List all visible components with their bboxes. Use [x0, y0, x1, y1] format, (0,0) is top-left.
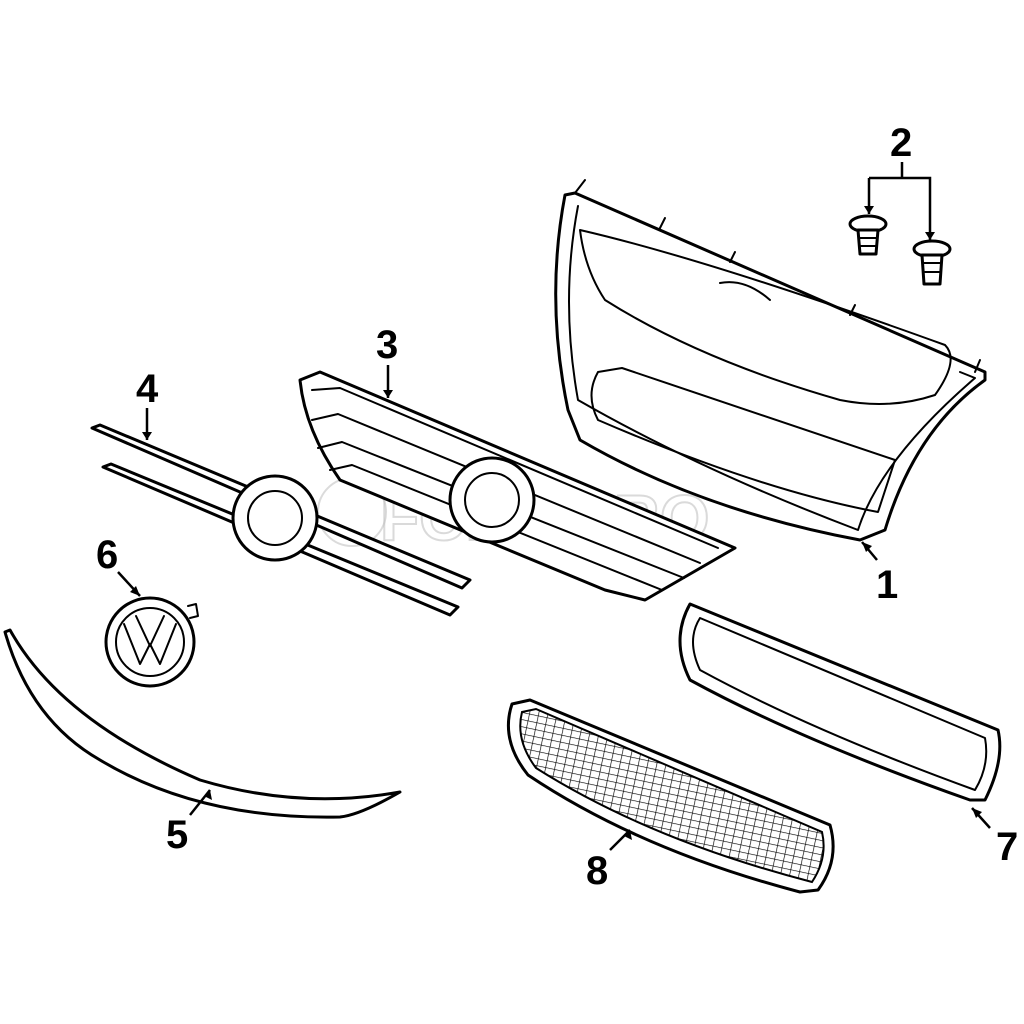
- part-grille-trim-bars: [90, 423, 472, 617]
- callout-8: 8: [586, 849, 608, 893]
- callout-4: 4: [136, 367, 159, 411]
- part-upper-grille: [298, 370, 737, 602]
- callout-3: 3: [376, 323, 398, 367]
- clip-fastener-left: [848, 214, 888, 256]
- part-clip-fasteners: [848, 214, 952, 286]
- leader-lines: [117, 162, 991, 851]
- callout-2: 2: [890, 121, 912, 165]
- clip-fastener-right: [912, 239, 952, 286]
- part-grille-frame: [554, 179, 987, 542]
- part-lower-grille-frame: [678, 602, 1002, 802]
- callout-6: 6: [96, 533, 118, 577]
- callout-labels: 1 2 3 4 5 6 7 8: [96, 121, 1018, 893]
- part-mesh-grille: [506, 698, 835, 894]
- callout-1: 1: [876, 563, 898, 607]
- part-lower-molding-strip: [3, 628, 402, 819]
- callout-7: 7: [996, 825, 1018, 869]
- part-vw-emblem: [104, 596, 199, 688]
- callout-5: 5: [166, 813, 188, 857]
